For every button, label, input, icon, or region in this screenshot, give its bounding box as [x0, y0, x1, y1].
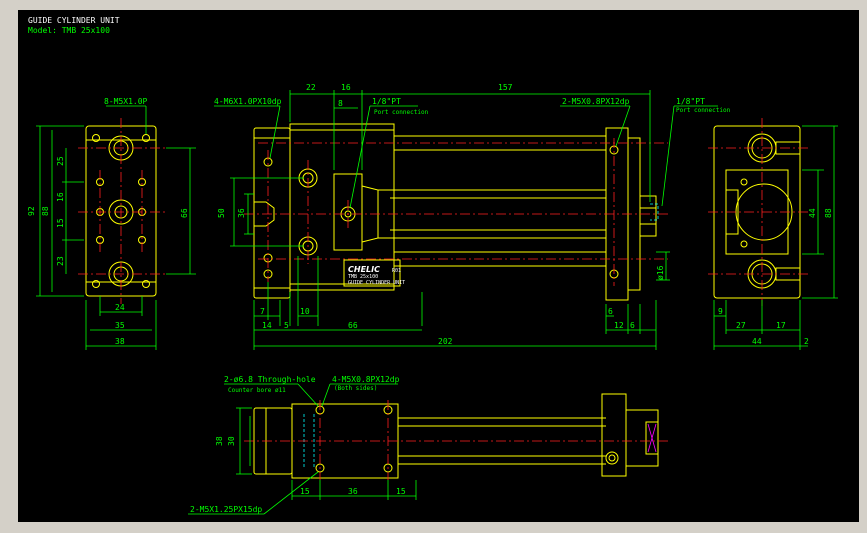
dim-35: 35 — [115, 321, 125, 330]
callout-4-m5: 4-M5X0.8PX12dp — [332, 375, 400, 384]
dim-66-vertical: 66 — [180, 208, 189, 218]
callout-8-m5: 8-M5X1.0P — [104, 97, 148, 106]
callout-counterbore: Counter bore ø11 — [228, 387, 286, 394]
dim-17: 17 — [776, 321, 786, 330]
dim-16-top: 16 — [341, 83, 351, 92]
dim-8: 8 — [338, 99, 343, 108]
dim-44: 44 — [752, 337, 762, 346]
dim-44-vertical: 44 — [808, 208, 817, 218]
drawing-model: Model: TMB 25x100 — [28, 26, 110, 35]
dim-6a: 6 — [608, 307, 613, 316]
callout-port-left: Port connection — [374, 109, 429, 116]
dim-15: 15 — [56, 218, 65, 228]
dim-12: 12 — [614, 321, 624, 330]
callout-pt-left: 1/8"PT — [372, 97, 401, 106]
dim-14: 14 — [262, 321, 272, 330]
dim-88-right: 88 — [824, 208, 833, 218]
plate-name: GUIDE CYLINDER UNIT — [348, 280, 405, 286]
callout-m5x125: 2-M5X1.25PX15dp — [190, 505, 262, 514]
dim-16: 16 — [56, 192, 65, 202]
dim-23: 23 — [56, 256, 65, 266]
dim-10: 10 — [300, 307, 310, 316]
callout-both-sides: (Both sides) — [334, 385, 377, 392]
front-view: 22 16 157 8 4-M6X1.0PX10dp 1/8"PT Port c… — [214, 83, 731, 350]
callout-pt-right: 1/8"PT — [676, 97, 705, 106]
drawing-title: GUIDE CYLINDER UNIT — [28, 16, 120, 25]
left-end-view: 8-M5X1.0P 92 88 25 16 15 23 66 24 35 38 — [27, 97, 196, 350]
dim-7: 7 — [260, 307, 265, 316]
dim-88: 88 — [41, 206, 50, 216]
dim-66: 66 — [348, 321, 358, 330]
dim-6b: 6 — [630, 321, 635, 330]
plate-model: TMB 25x100 — [348, 274, 378, 280]
top-view: 38 30 15 36 15 2-ø6.8 Through-hole Count… — [188, 375, 668, 515]
dim-50: 50 — [217, 208, 226, 218]
callout-4-m6: 4-M6X1.0PX10dp — [214, 97, 282, 106]
dim-phi16: ø16 — [656, 265, 665, 280]
dim-202: 202 — [438, 337, 453, 346]
drawing-canvas[interactable]: GUIDE CYLINDER UNIT Model: TMB 25x100 — [18, 10, 859, 522]
dim-24: 24 — [115, 303, 125, 312]
dim-27: 27 — [736, 321, 746, 330]
dim-157: 157 — [498, 83, 513, 92]
dim-38: 38 — [115, 337, 125, 346]
dim-5: 5 — [284, 321, 289, 330]
dim-15-right: 15 — [396, 487, 406, 496]
cad-drawing: 8-M5X1.0P 92 88 25 16 15 23 66 24 35 38 — [27, 83, 838, 515]
dim-92: 92 — [27, 206, 36, 216]
callout-port-right: Port connection — [676, 107, 731, 114]
dim-15-left: 15 — [300, 487, 310, 496]
callout-2-m5: 2-M5X0.8PX12dp — [562, 97, 630, 106]
plate-tag: R01 — [392, 268, 401, 274]
dim-38-bottom: 38 — [215, 436, 224, 446]
dim-36-bottom: 36 — [348, 487, 358, 496]
callout-through-hole: 2-ø6.8 Through-hole — [224, 375, 316, 384]
dim-2: 2 — [804, 337, 809, 346]
chelic-logo: CHELIC — [348, 265, 380, 274]
dim-25: 25 — [56, 156, 65, 166]
dim-30: 30 — [227, 436, 236, 446]
dim-9: 9 — [718, 307, 723, 316]
dim-22: 22 — [306, 83, 316, 92]
dim-36: 36 — [237, 208, 246, 218]
right-end-view: 44 88 9 27 17 44 2 — [708, 118, 838, 350]
